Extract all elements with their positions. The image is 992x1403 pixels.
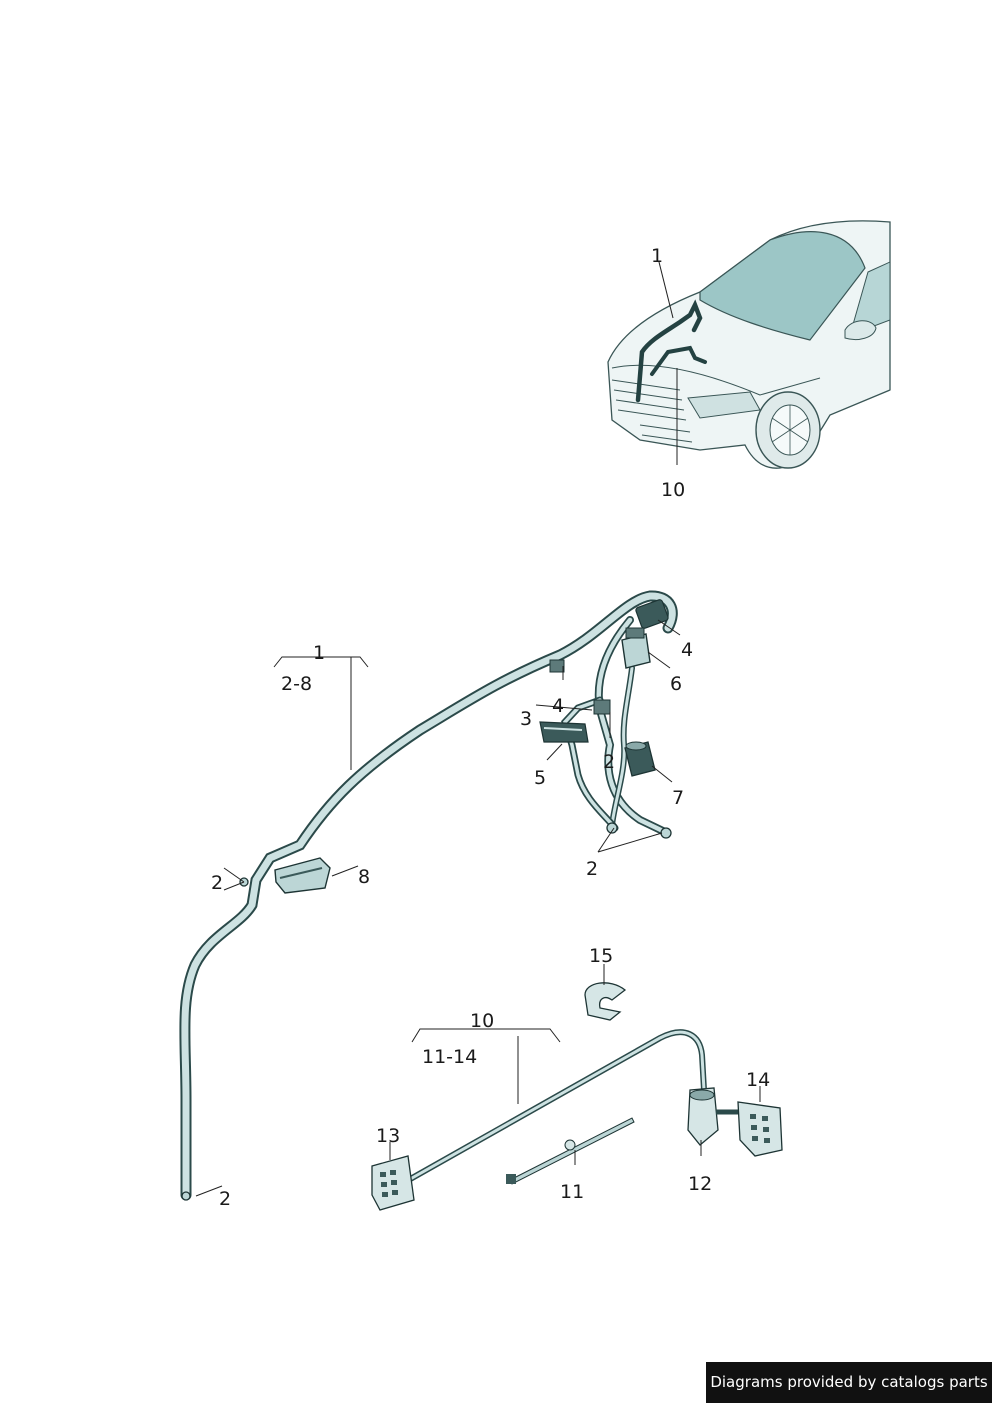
- credit-footer: Diagrams provided by catalogs parts: [706, 1362, 992, 1403]
- car-windshield: [699, 231, 866, 341]
- car-grille: [611, 379, 693, 443]
- car-side-window: [849, 261, 891, 336]
- label-3: 3: [520, 708, 532, 730]
- connector-4-mid: [593, 699, 611, 715]
- car-mirror: [844, 320, 877, 341]
- car-hood-line: [611, 364, 821, 396]
- terminal-2-mid: [606, 822, 618, 834]
- connector-12: [687, 1087, 719, 1146]
- clip-small-upper: [549, 659, 565, 673]
- car-harness-1: [635, 299, 703, 403]
- label-4-top: 4: [681, 639, 693, 661]
- connector-8: [274, 857, 331, 894]
- main-harness: 1 2-8 4 6 3 4 2 5 7 8 2 2 2: [179, 590, 693, 1210]
- car-label-1: 1: [651, 245, 663, 267]
- connector-5: [539, 721, 589, 743]
- connector-6: [621, 633, 651, 669]
- car-wheel: [755, 391, 821, 469]
- bracket-1: [273, 656, 369, 668]
- label-2-right: 2: [586, 858, 598, 880]
- label-2-mid: 2: [603, 751, 615, 773]
- label-6: 6: [670, 673, 682, 695]
- label-2-bottom: 2: [219, 1188, 231, 1210]
- main-label-1: 1: [313, 642, 325, 664]
- clip-15: [584, 982, 627, 1021]
- harness-10: 10 11-14 15 13 11 12 14: [371, 945, 783, 1211]
- label-7: 7: [672, 787, 684, 809]
- terminal-2-bottom: [181, 1191, 191, 1201]
- label-11: 11: [560, 1181, 584, 1203]
- label-4-mid: 4: [552, 695, 564, 717]
- label-12: 12: [688, 1173, 712, 1195]
- label-15: 15: [589, 945, 613, 967]
- car-overview: 1 10: [607, 220, 891, 501]
- label-10: 10: [470, 1010, 494, 1032]
- label-8: 8: [358, 866, 370, 888]
- bracket-10: [411, 1028, 561, 1043]
- label-2-left: 2: [211, 872, 223, 894]
- car-label-10: 10: [661, 479, 685, 501]
- label-13: 13: [376, 1125, 400, 1147]
- label-11-14: 11-14: [422, 1046, 477, 1068]
- terminal-2-right: [660, 827, 672, 839]
- label-14: 14: [746, 1069, 770, 1091]
- cable-tie-11: [509, 1117, 635, 1185]
- car-harness-10: [650, 345, 707, 376]
- connector-14: [737, 1101, 783, 1157]
- label-5: 5: [534, 767, 546, 789]
- main-label-2-8: 2-8: [281, 673, 312, 695]
